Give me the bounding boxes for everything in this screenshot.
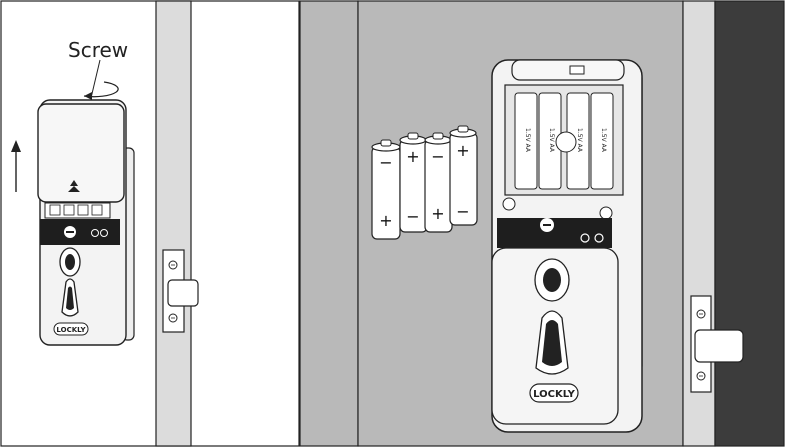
battery-bottom-sign: − xyxy=(406,207,419,226)
battery: − + xyxy=(424,132,453,233)
strike-plate-left xyxy=(162,249,199,333)
latch-bolt xyxy=(167,279,199,307)
battery: − + xyxy=(371,139,401,240)
lock-large: 1.5V AA 1.5V AA 1.5V AA 1.5V AA xyxy=(491,59,643,433)
battery-bottom-sign: + xyxy=(379,211,392,230)
svg-text:1.5V AA: 1.5V AA xyxy=(576,128,583,153)
panel-right: − + + − − + xyxy=(299,0,785,447)
brand-logo: LOCKLY xyxy=(56,326,86,334)
battery: + − xyxy=(399,132,428,233)
battery-top-sign: − xyxy=(379,153,392,172)
battery-group: − + + − − + xyxy=(371,125,478,240)
lock-small: LOCKLY xyxy=(37,99,135,346)
battery-top-sign: + xyxy=(406,147,419,166)
control-bar xyxy=(40,219,120,245)
door-frame xyxy=(714,0,785,447)
svg-text:1.5V AA: 1.5V AA xyxy=(600,128,607,153)
slide-up-arrow-icon xyxy=(11,140,21,192)
battery: + − xyxy=(449,125,478,226)
door-edge xyxy=(155,0,192,447)
control-bar-large xyxy=(497,218,612,248)
panel-left: Screw xyxy=(0,0,300,447)
brand-logo-large: LOCKLY xyxy=(533,389,575,400)
battery-top-sign: − xyxy=(431,147,444,166)
installed-battery: 1.5V AA xyxy=(514,92,538,190)
battery-cover xyxy=(37,103,125,203)
strike-plate-right xyxy=(690,295,744,393)
latch-bolt-right xyxy=(694,329,744,363)
installed-battery: 1.5V AA xyxy=(590,92,614,190)
battery-top-sign: + xyxy=(456,141,469,160)
svg-text:1.5V AA: 1.5V AA xyxy=(548,128,555,153)
screw-callout: Screw xyxy=(68,38,128,62)
battery-bottom-sign: + xyxy=(431,204,444,223)
svg-text:1.5V AA: 1.5V AA xyxy=(524,128,531,153)
battery-bottom-sign: − xyxy=(456,202,469,221)
rotate-arrow-icon xyxy=(83,59,119,100)
